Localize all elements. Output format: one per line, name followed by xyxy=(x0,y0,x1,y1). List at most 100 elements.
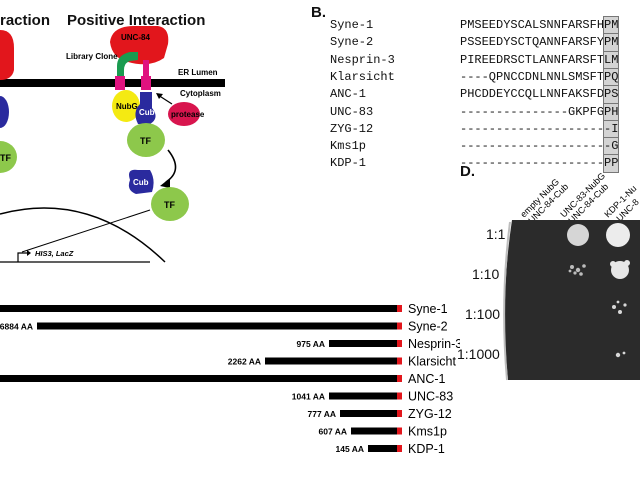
alignment-boxed-residues: -G xyxy=(602,137,620,157)
protein-bar-label: Syne-2 xyxy=(408,320,448,334)
kash-domain xyxy=(397,410,402,417)
cub-shape xyxy=(135,92,156,124)
protein-bar xyxy=(0,305,397,312)
kash-domain xyxy=(397,357,402,365)
protein-bar xyxy=(340,410,397,417)
protein-bar-label: Syne-1 xyxy=(408,302,448,316)
release-arrowhead xyxy=(160,178,170,188)
dilution-1-1000: 1:1000 xyxy=(457,346,500,362)
er-membrane xyxy=(0,79,225,87)
alignment-protein-name: Kms1p xyxy=(330,139,367,154)
alignment-boxed-residues: LM xyxy=(602,50,620,70)
alignment-sequence: PIREEDRSCTLANNFARSFT xyxy=(460,52,605,67)
promoter-arrow xyxy=(17,252,27,262)
protein-length-label: 777 AA xyxy=(307,409,336,419)
dilution-1-1: 1:1 xyxy=(486,226,506,242)
alignment-boxed-residues: PM xyxy=(602,16,620,35)
alignment-boxed-residues: -I xyxy=(602,119,620,139)
kash-domain xyxy=(397,445,402,452)
protein-bar xyxy=(368,445,397,452)
yeast-growth-plate: empty NubG UNC-84-Cub UNC-83-NubG UNC-84… xyxy=(503,171,640,381)
protein-length-label: 6884 AA xyxy=(0,322,33,332)
promoter-arrowhead xyxy=(27,250,31,256)
panel-b-letter: B. xyxy=(311,4,326,21)
protein-bar xyxy=(329,392,397,400)
protein-bar-label: Nesprin-3 xyxy=(408,337,460,351)
left-unc84-blob xyxy=(0,30,14,80)
tf-label: TF xyxy=(140,136,151,146)
kash-domain xyxy=(397,392,402,400)
released-tf xyxy=(151,187,189,221)
unc84-stalk xyxy=(143,60,149,78)
plate-rim xyxy=(503,221,511,381)
library-clone-shape xyxy=(117,52,138,82)
tf-shape xyxy=(127,123,165,157)
kash-domain xyxy=(397,375,402,382)
colony-kdp1-1-10 xyxy=(610,260,630,279)
dilution-1-10: 1:10 xyxy=(472,266,500,282)
released-cub xyxy=(128,169,154,194)
alignment-protein-name: ANC-1 xyxy=(330,87,367,102)
alignment-sequence: ---------------GKPFG xyxy=(460,104,605,119)
kash-domain xyxy=(397,322,402,330)
released-cub-label: Cub xyxy=(133,178,149,187)
kash-domain xyxy=(397,305,402,312)
er-lumen-label: ER Lumen xyxy=(178,68,218,77)
protein-bar xyxy=(265,357,397,365)
panel-a-title-right: Positive Interaction xyxy=(67,12,206,29)
plate-background xyxy=(504,220,640,380)
unc84-label: UNC-84 xyxy=(121,33,150,42)
protein-length-label: 607 AA xyxy=(318,427,347,437)
protein-bar xyxy=(0,375,397,382)
alignment-protein-name: Klarsicht xyxy=(330,69,395,84)
alignment-boxed-residues: PP xyxy=(602,154,620,174)
protease-arrowhead xyxy=(156,93,163,99)
alignment-boxed-residues: PS xyxy=(602,85,620,105)
left-tf-shape xyxy=(0,141,17,173)
alignment-protein-name: Nesprin-3 xyxy=(330,52,395,67)
kash-domain xyxy=(397,427,402,435)
nubg-label: NubG xyxy=(116,102,138,111)
colony-unc83-1-10 xyxy=(568,264,586,276)
cub-label: Cub xyxy=(139,108,155,117)
colony-kdp1-1-100 xyxy=(612,300,627,314)
panel-d-letter: D. xyxy=(460,163,475,180)
nuclear-envelope xyxy=(0,207,166,263)
nubg-shape xyxy=(112,90,140,122)
alignment-protein-name: ZYG-12 xyxy=(330,121,374,136)
protein-length-label: 145 AA xyxy=(335,444,364,454)
alignment-sequence: -------------------- xyxy=(460,139,605,154)
unc84-blob xyxy=(110,26,169,65)
protein-bar-label: Kms1p xyxy=(408,425,447,439)
protein-bar xyxy=(329,340,397,347)
cytoplasm-label: Cytoplasm xyxy=(180,89,221,98)
released-tf-label: TF xyxy=(164,200,175,210)
alignment-sequence: PHCDDEYCCQLLNNFAKSFD xyxy=(460,87,605,102)
alignment-sequence: PMSEEDYSCALSNNFARSFH xyxy=(460,18,605,32)
panel-a-diagram: TF UNC-84 Library Clone ER Lumen Cytopla… xyxy=(0,26,225,263)
protein-length-label: 1041 AA xyxy=(292,392,325,402)
alignment-sequence: -------------------- xyxy=(460,156,605,171)
alignment-protein-name: KDP-1 xyxy=(330,156,367,171)
protein-bar-label: ANC-1 xyxy=(408,372,446,386)
reporter-genes-label: HIS3, LacZ xyxy=(35,249,74,258)
protein-bar-label: UNC-83 xyxy=(408,390,453,404)
protein-bar xyxy=(37,322,397,330)
release-arrow xyxy=(165,149,177,183)
protein-bar xyxy=(351,427,397,435)
protein-bar-label: ZYG-12 xyxy=(408,407,452,421)
tm-block-right xyxy=(141,76,151,90)
protease-label: protease xyxy=(171,110,205,119)
dilution-1-100: 1:100 xyxy=(465,306,501,322)
alignment-sequence: ----QPNCCDNLNNLSMSFT xyxy=(460,69,605,84)
tm-block-left xyxy=(115,76,125,90)
alignment-protein-name: UNC-83 xyxy=(330,104,374,119)
protein-length-label: 2262 AA xyxy=(228,357,261,367)
protease-shape xyxy=(168,102,200,126)
tf-to-promoter-arrow xyxy=(21,209,151,253)
left-tf-label: TF xyxy=(0,153,11,163)
protein-length-label: 975 AA xyxy=(296,339,325,349)
colony-unc83-1-1 xyxy=(567,224,589,246)
alignment-sequence: -------------------- xyxy=(460,121,605,136)
